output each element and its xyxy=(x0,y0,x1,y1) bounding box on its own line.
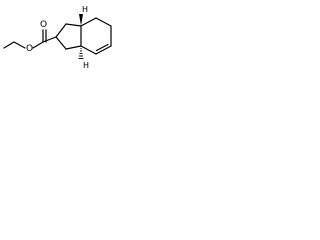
bond-c3-c2 xyxy=(55,36,67,50)
bond-ch3-ch2 xyxy=(3,41,15,49)
bond-ch2-o xyxy=(13,41,26,49)
molecule-svg: O O H H xyxy=(3,5,112,70)
ester-oxygen-label: O xyxy=(26,44,33,54)
hashed-bond-bottom xyxy=(78,48,84,59)
bond-o-carbonyl-c xyxy=(32,41,44,49)
h-top-label: H xyxy=(82,5,88,14)
molecule-drawing: O O H H xyxy=(0,0,126,74)
bond-c7a-c7 xyxy=(80,17,97,27)
wedge-bond-top xyxy=(79,14,83,26)
bond-c5-c4-double-inner xyxy=(95,43,109,52)
carbonyl-oxygen-label: O xyxy=(40,20,47,30)
bond-carbonyl-ring xyxy=(42,36,57,43)
bond-c5-c4-double-outer xyxy=(95,45,112,55)
bond-c4-c3a xyxy=(80,45,97,55)
bond-c7-c6 xyxy=(95,17,112,27)
bond-c1-c7a xyxy=(65,23,82,27)
h-bottom-label: H xyxy=(83,61,89,70)
bond-c3a-c3 xyxy=(65,45,82,50)
bond-c2-c1 xyxy=(55,23,67,38)
